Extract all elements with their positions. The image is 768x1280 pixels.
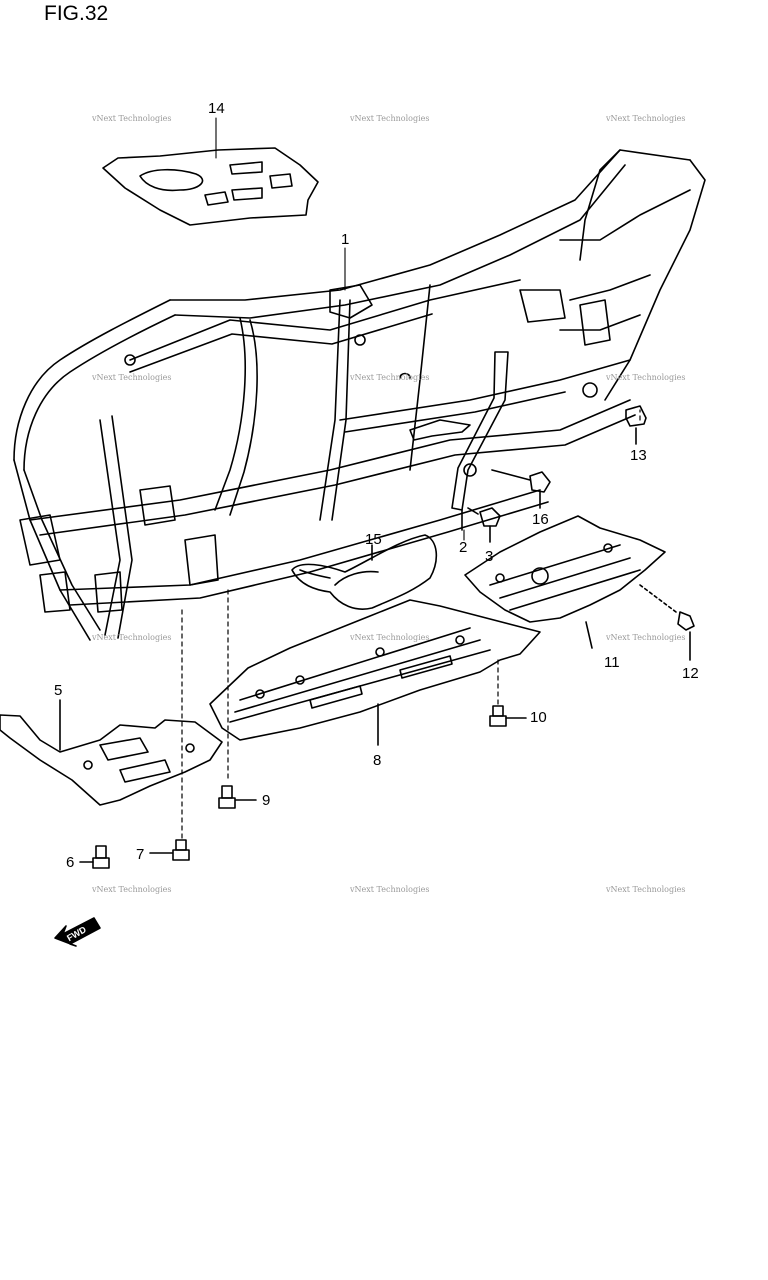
figure-title: FIG.32 xyxy=(44,2,109,25)
callout-9: 9 xyxy=(262,792,270,809)
part-7-bolt xyxy=(149,839,190,861)
part-11-step-plate xyxy=(464,515,666,649)
callout-7: 7 xyxy=(136,846,144,863)
part-14-plate xyxy=(102,147,319,226)
part-5-front-plate xyxy=(0,699,223,806)
callouts: 14 1 13 16 2 3 15 11 12 5 10 8 9 7 6 xyxy=(54,100,699,871)
watermark: vNext Technologies xyxy=(91,114,171,123)
callout-3: 3 xyxy=(485,548,493,565)
watermark: vNext Technologies xyxy=(91,633,171,642)
callout-5: 5 xyxy=(54,682,62,699)
callout-11: 11 xyxy=(604,654,620,671)
part-8-skid-plate xyxy=(209,599,541,746)
watermark: vNext Technologies xyxy=(605,633,685,642)
watermark: vNext Technologies xyxy=(605,114,685,123)
callout-6: 6 xyxy=(66,854,74,871)
part-2-bracket xyxy=(409,351,509,531)
leader-lines xyxy=(215,117,465,541)
callout-13: 13 xyxy=(630,447,647,464)
part-15-heat-shield xyxy=(291,534,438,610)
part-16-bolt xyxy=(491,469,551,509)
watermarks: vNext Technologies vNext Technologies vN… xyxy=(91,114,685,894)
callout-10: 10 xyxy=(530,709,547,726)
watermark: vNext Technologies xyxy=(349,885,429,894)
watermark: vNext Technologies xyxy=(349,114,429,123)
watermark: vNext Technologies xyxy=(91,885,171,894)
part-9-bolt xyxy=(218,785,257,809)
part-12-bolt xyxy=(639,584,695,661)
part-10-bolt xyxy=(489,705,527,727)
callout-12: 12 xyxy=(682,665,699,682)
callout-1: 1 xyxy=(341,231,349,248)
callout-8: 8 xyxy=(373,752,381,769)
part-6-bolt xyxy=(79,845,110,869)
watermark: vNext Technologies xyxy=(349,633,429,642)
callout-2: 2 xyxy=(459,539,467,556)
part-13-bushing xyxy=(625,405,647,445)
watermark: vNext Technologies xyxy=(605,373,685,382)
fwd-arrow xyxy=(54,917,101,947)
part-3-bolt xyxy=(467,507,501,543)
callout-15: 15 xyxy=(365,531,382,548)
callout-14: 14 xyxy=(208,100,225,117)
watermark: vNext Technologies xyxy=(605,885,685,894)
installation-lines xyxy=(181,409,641,843)
watermark: vNext Technologies xyxy=(349,373,429,382)
watermark: vNext Technologies xyxy=(91,373,171,382)
callout-16: 16 xyxy=(532,511,549,528)
